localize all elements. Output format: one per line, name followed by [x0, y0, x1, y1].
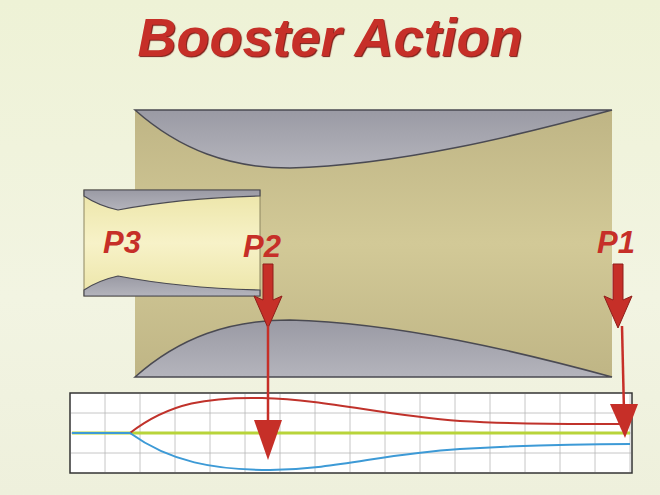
pressure-label: P2: [243, 229, 281, 265]
pressure-curve: [72, 398, 630, 433]
title: Booster Action: [137, 6, 522, 68]
venturi-wall: [135, 320, 612, 377]
pressure-label: P1: [597, 225, 635, 261]
booster-tube: [84, 190, 260, 296]
pointer-arrow: [254, 264, 282, 460]
pointer-arrow: [604, 264, 638, 438]
venturi-wall: [135, 110, 612, 168]
pressure-label: P3: [103, 225, 141, 261]
booster-wall: [84, 276, 260, 296]
baseline-curve: [72, 432, 630, 435]
booster-wall: [84, 190, 260, 210]
pressure-graph: [70, 393, 632, 473]
pressure-curve: [72, 433, 630, 470]
